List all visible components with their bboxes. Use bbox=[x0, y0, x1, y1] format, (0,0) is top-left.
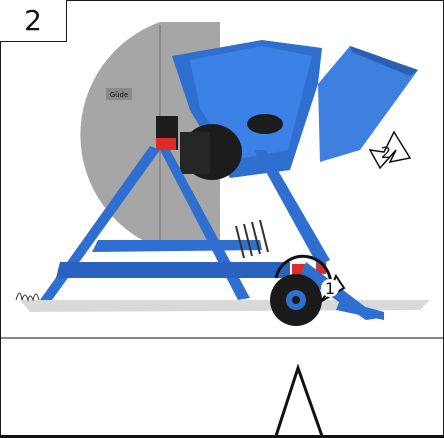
tilt-arrow-icon bbox=[368, 130, 412, 170]
brand-plate bbox=[106, 88, 132, 100]
rotate-arrow-icon bbox=[274, 254, 333, 291]
grass-tuft bbox=[15, 292, 40, 302]
step-number: 2 bbox=[24, 4, 42, 37]
brand-plate-text: Güde bbox=[110, 91, 129, 99]
frame-cross bbox=[92, 240, 262, 252]
triangle-marker bbox=[274, 363, 324, 437]
frame-base bbox=[56, 262, 290, 278]
callout-2: 2 bbox=[381, 143, 391, 162]
frame-leg-right bbox=[254, 150, 330, 266]
extension-table bbox=[318, 46, 418, 162]
red-tab-top bbox=[156, 138, 176, 150]
ground-shadow bbox=[20, 300, 430, 312]
tension-spring bbox=[235, 219, 269, 259]
callout-1: 1 bbox=[325, 279, 335, 298]
frame-leg-left bbox=[40, 146, 160, 300]
blade-guard bbox=[80, 22, 160, 248]
bottom-rule bbox=[0, 435, 444, 438]
step-number-box: 2 bbox=[0, 0, 67, 42]
